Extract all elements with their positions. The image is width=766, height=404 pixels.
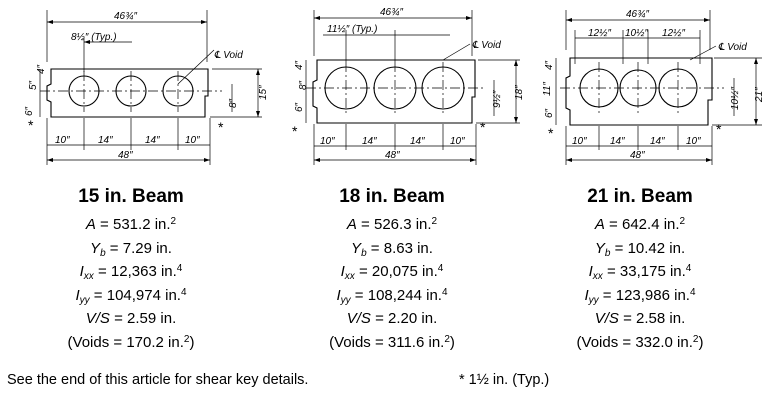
beam-21-height: 21″ (754, 87, 765, 103)
beam-15-dim-6: 6″ (24, 106, 35, 116)
beam-21-bottom-width: 48″ (630, 150, 645, 161)
beam-18-spacing: 11½″ (Typ.) (327, 24, 377, 35)
beam-18-properties: 18 in. Beam A = 526.3 in.2 Yb = 8.63 in.… (302, 186, 482, 354)
beam-15-iyy: Iyy = 104,974 in.4 (75, 286, 187, 306)
beam-21-s2: 10½″ (625, 28, 648, 39)
beam-15-dim-4: 4″ (36, 64, 47, 74)
beam-15-bottom-width: 48″ (118, 150, 133, 161)
beam-21-seg1: 10″ (572, 136, 587, 147)
beam-15-title: 15 in. Beam (78, 186, 184, 207)
beam-21-total-width: 46¾″ (626, 9, 649, 20)
beam-15-seg3: 14″ (145, 135, 160, 146)
beam-15-dim-5: 5″ (28, 80, 39, 90)
beam-18-voids: (Voids = 311.6 in.2) (329, 333, 455, 351)
beam-21-void-height: 10½″ (730, 87, 741, 110)
beam-15-spacing: 8½″ (Typ.) (71, 32, 117, 43)
beam-15-yb: Yb = 7.29 in. (90, 239, 172, 259)
beam-15-seg4: 10″ (185, 135, 200, 146)
beam-18-title: 18 in. Beam (339, 186, 445, 207)
beam-drawings: 46¾″ 8½″ (Typ.) ℄ Void 5″ 4″ 6″ 15″ 8″ * (24, 7, 765, 165)
beam-15-properties: 15 in. Beam A = 531.2 in.2 Yb = 7.29 in.… (41, 186, 221, 354)
beam-21-drawing: 46¾″ 12½″ 10½″ 12½″ ℄ Void 4″ 11″ 6″ 21″… (542, 9, 765, 165)
beam-18-ixx: Ixx = 20,075 in.4 (340, 263, 444, 282)
beam-18-area: A = 526.3 in.2 (346, 216, 438, 233)
beam-21-star-right: * (716, 121, 722, 137)
footer-star-note: * 1½ in. (Typ.) (459, 372, 550, 388)
beam-18-seg2: 14″ (362, 136, 377, 147)
beam-21-s3: 12½″ (662, 28, 685, 39)
beam-18-height: 18″ (514, 85, 525, 100)
beam-21-s1: 12½″ (588, 28, 611, 39)
beam-18-bottom-width: 48″ (385, 150, 400, 161)
beam-21-properties: 21 in. Beam A = 642.4 in.2 Yb = 10.42 in… (550, 186, 730, 354)
beam-15-ixx: Ixx = 12,363 in.4 (79, 263, 183, 282)
beam-21-star-left: * (548, 125, 554, 141)
beam-15-star-left: * (28, 117, 34, 133)
beam-21-ixx: Ixx = 33,175 in.4 (588, 263, 692, 282)
beam-15-area: A = 531.2 in.2 (85, 216, 177, 233)
beam-18-seg3: 14″ (410, 136, 425, 147)
beam-21-dim-11: 11″ (542, 82, 553, 96)
beam-15-drawing: 46¾″ 8½″ (Typ.) ℄ Void 5″ 4″ 6″ 15″ 8″ * (24, 10, 269, 165)
beam-18-drawing: 46¾″ 11½″ (Typ.) ℄ Void 4″ 8″ 6″ 18″ 9½″… (292, 7, 525, 165)
beam-15-void-height: 8″ (228, 98, 239, 108)
beam-21-title: 21 in. Beam (587, 186, 693, 207)
beam-18-seg1: 10″ (320, 136, 335, 147)
beam-18-void-label: ℄ Void (472, 40, 501, 51)
beam-18-vs: V/S = 2.20 in. (346, 310, 438, 327)
beam-15-seg2: 14″ (98, 135, 113, 146)
beam-18-seg4: 10″ (450, 136, 465, 147)
beam-21-area: A = 642.4 in.2 (594, 216, 686, 233)
beam-21-voids: (Voids = 332.0 in.2) (576, 333, 704, 351)
beam-15-height: 15″ (258, 85, 269, 100)
beam-21-vs: V/S = 2.58 in. (594, 310, 686, 327)
beam-18-yb: Yb = 8.63 in. (351, 239, 433, 259)
beam-18-dim-8: 8″ (298, 80, 309, 90)
beam-15-void-label: ℄ Void (214, 50, 243, 61)
beam-15-seg1: 10″ (55, 135, 70, 146)
beam-18-total-width: 46¾″ (380, 7, 403, 18)
beam-21-seg2: 14″ (610, 136, 625, 147)
beam-21-dim-4: 4″ (544, 60, 555, 70)
beam-21-yb: Yb = 10.42 in. (594, 239, 686, 259)
beam-15-vs: V/S = 2.59 in. (85, 310, 177, 327)
beam-21-seg4: 10″ (686, 136, 701, 147)
beam-18-void-height: 9½″ (492, 90, 503, 108)
beam-15-total-width: 46¾″ (114, 11, 137, 22)
beam-15-voids: (Voids = 170.2 in.2) (67, 333, 195, 351)
beam-18-dim-6: 6″ (294, 102, 305, 112)
beam-21-iyy: Iyy = 123,986 in.4 (584, 286, 696, 306)
beam-18-star-right: * (480, 119, 486, 135)
beam-21-dim-6: 6″ (544, 108, 555, 118)
beam-15-star-right: * (218, 119, 224, 135)
beam-18-dim-4: 4″ (294, 60, 305, 70)
footer-note: See the end of this article for shear ke… (7, 372, 309, 388)
beam-21-seg3: 14″ (650, 136, 665, 147)
beam-18-star-left: * (292, 123, 298, 139)
beam-18-iyy: Iyy = 108,244 in.4 (336, 286, 448, 306)
beam-21-void-label: ℄ Void (718, 42, 747, 53)
